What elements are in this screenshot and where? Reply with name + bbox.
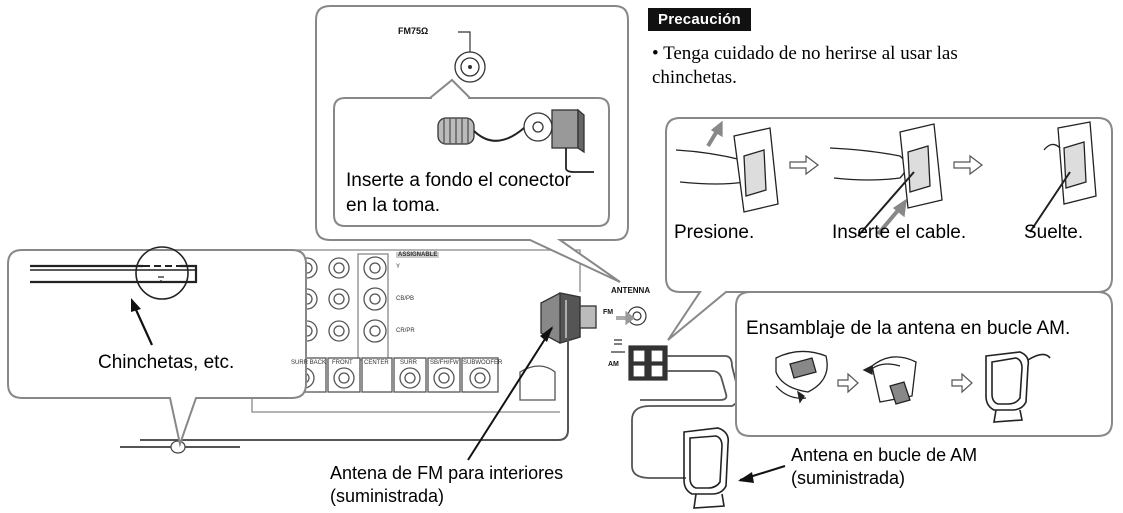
jack-label-center: CENTER [364,360,389,366]
caution-text: Tenga cuidado de no herirse al usar las … [652,43,958,88]
jack-label-surr-back: SURR BACK [291,360,327,366]
pushpin-callout-bubble [7,246,307,448]
antenna-panel-label: ANTENNA [611,286,651,295]
am-antenna-supplied: (suministrada) [791,468,906,488]
caution-heading: Precaución [648,8,751,31]
jack-label-surr: SURR [400,360,418,366]
step-press-label: Presione. [674,222,755,243]
am-antenna-wire [631,355,740,479]
am-assembly-arrow-2 [951,372,973,394]
step-press-drawing [675,120,779,213]
coax-connector-drawing [437,108,594,173]
am-assembly-callout-bubble [735,291,1113,437]
cb-pb-label: CB/PB [396,296,415,302]
step-release-label: Suelte. [1024,222,1084,243]
fm-panel-label: FM [603,309,614,316]
am-assembly-step-2 [862,356,917,405]
am-assembly-arrow-1 [837,372,859,394]
am-panel-label: AM [608,361,619,368]
step-release-drawing [1029,121,1097,233]
am-assembly-step-1 [775,350,828,404]
fm-callout-bubble [315,5,629,283]
step-arrow-2 [953,154,983,176]
fm-connector-instruction: Inserte a fondo el conector en la toma. [346,170,571,216]
jack-label-sb-fh-fw: SB/FH/FW [430,360,459,366]
rca-jack-grid [296,253,389,361]
cr-pr-label: CR/PR [396,328,415,334]
caution-body: • Tenga cuidado de no herirse al usar la… [652,42,962,90]
am-antenna-caption: Antena en bucle de AM [791,445,978,465]
y-jack-label: Y [396,264,401,270]
step-arrow-1 [789,154,819,176]
am-assembly-step-3 [985,351,1051,423]
step-insert-drawing [829,123,943,237]
steps-callout-bubble [665,117,1113,341]
step-insert-label: Inserte el cable. [832,222,967,243]
antenna-terminals [611,306,668,381]
pre-out-jacks [289,357,556,401]
fm-antenna-caption: Antena de FM para interiores [330,463,564,483]
jack-label-front: FRONT [332,360,353,366]
jack-label-subwoofer: SUBWOOFER [463,360,503,366]
caution-bullet: • [652,43,659,64]
am-assembly-title: Ensamblaje de la antena en bucle AM. [746,318,1071,339]
fm-antenna-arrow [467,327,553,461]
fm75-terminal-label: FM75Ω [398,26,429,36]
pushpins-label: Chinchetas, etc. [98,352,235,373]
assignable-label: ASSIGNABLE [396,252,440,258]
fm-antenna-supplied: (suministrada) [330,486,445,506]
am-loop-antenna [683,427,730,509]
pushpin-point [170,440,186,454]
